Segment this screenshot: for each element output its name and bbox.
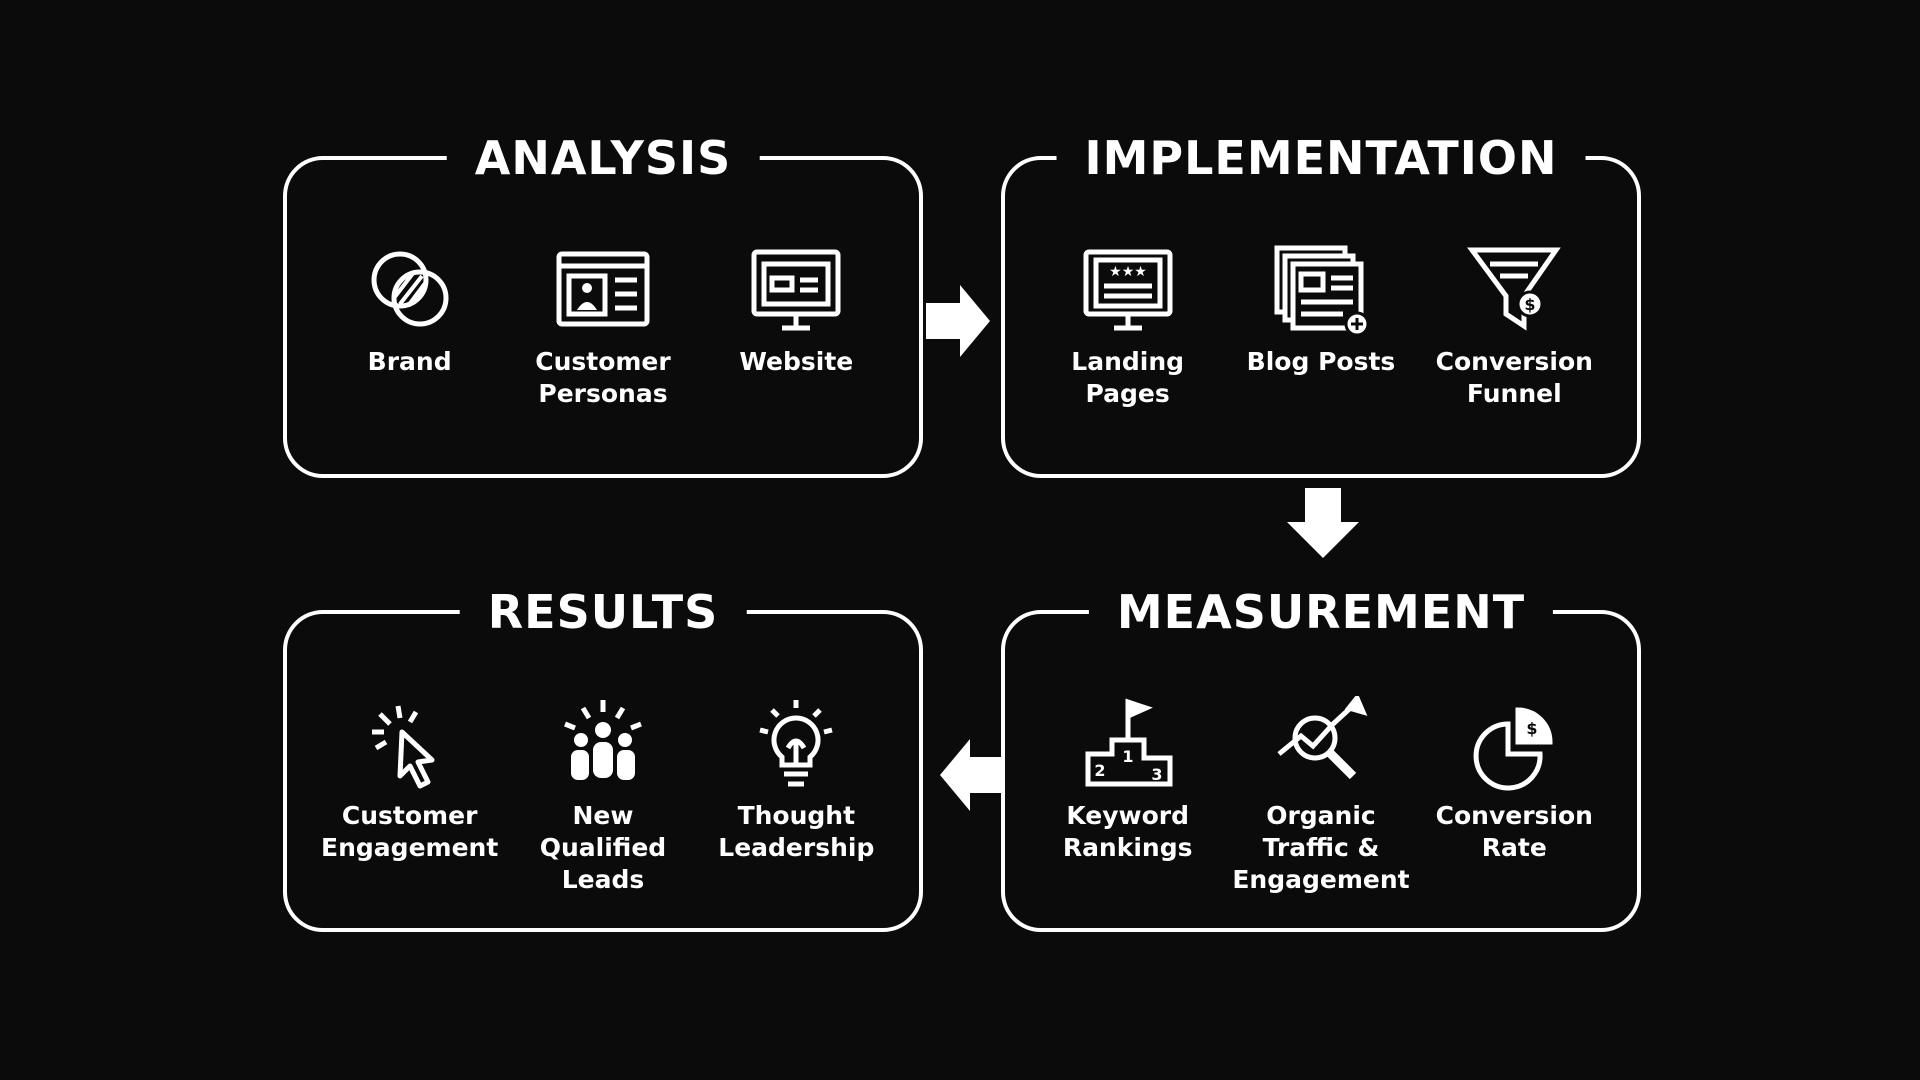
item-label: Blog Posts xyxy=(1246,347,1396,376)
measurement-item-organic-traffic: Organic Traffic & Engagement xyxy=(1226,696,1416,896)
item-label: Conversion Funnel xyxy=(1435,347,1593,408)
analysis-title: ANALYSIS xyxy=(446,130,760,186)
analysis-panel: ANALYSIS Brand xyxy=(283,130,923,478)
venn-circles-icon xyxy=(315,242,505,338)
landing-page-monitor-icon: ★★★ xyxy=(1033,242,1223,338)
measurement-item-conversion-rate: $ Conversion Rate xyxy=(1419,696,1609,896)
lightbulb-icon xyxy=(701,696,891,792)
svg-text:1: 1 xyxy=(1122,747,1133,766)
item-label: Organic Traffic & Engagement xyxy=(1232,801,1410,894)
funnel-dollar-icon: $ xyxy=(1419,242,1609,338)
magnifier-trend-icon xyxy=(1226,696,1416,792)
arrow-left-icon xyxy=(940,739,1002,811)
measurement-item-keyword-rankings: 2 1 3 Keyword Rankings xyxy=(1033,696,1223,896)
implementation-title: IMPLEMENTATION xyxy=(1056,130,1586,186)
results-item-thought-leadership: Thought Leadership xyxy=(701,696,891,896)
item-label: Customer Personas xyxy=(535,347,671,408)
item-label: Thought Leadership xyxy=(718,801,875,862)
item-label: Website xyxy=(739,347,854,376)
analysis-item-brand: Brand xyxy=(315,242,505,410)
measurement-title: MEASUREMENT xyxy=(1088,584,1554,640)
results-item-customer-engagement: Customer Engagement xyxy=(315,696,505,896)
item-label: Customer Engagement xyxy=(321,801,499,862)
implementation-item-blog-posts: Blog Posts xyxy=(1226,242,1416,410)
implementation-item-landing-pages: ★★★ Landing Pages xyxy=(1033,242,1223,410)
podium-flag-icon: 2 1 3 xyxy=(1033,696,1223,792)
persona-profile-icon xyxy=(508,242,698,338)
website-monitor-icon xyxy=(701,242,891,338)
arrow-down-icon xyxy=(1287,488,1359,558)
analysis-item-website: Website xyxy=(701,242,891,410)
svg-text:2: 2 xyxy=(1094,761,1105,780)
implementation-item-conversion-funnel: $ Conversion Funnel xyxy=(1419,242,1609,410)
implementation-panel: IMPLEMENTATION ★★★ Landing Pages xyxy=(1001,130,1641,478)
analysis-item-customer-personas: Customer Personas xyxy=(508,242,698,410)
item-label: Brand xyxy=(367,347,452,376)
results-item-new-qualified-leads: New Qualified Leads xyxy=(508,696,698,896)
results-panel: RESULTS Customer Engagement xyxy=(283,584,923,932)
item-label: Keyword Rankings xyxy=(1062,801,1193,862)
item-label: Conversion Rate xyxy=(1435,801,1593,862)
svg-text:★★★: ★★★ xyxy=(1109,264,1147,280)
svg-text:3: 3 xyxy=(1151,765,1162,784)
item-label: New Qualified Leads xyxy=(539,801,667,894)
click-cursor-icon xyxy=(315,696,505,792)
svg-text:$: $ xyxy=(1525,295,1536,314)
pie-dollar-icon: $ xyxy=(1419,696,1609,792)
blog-posts-icon xyxy=(1226,242,1416,338)
item-label: Landing Pages xyxy=(1071,347,1185,408)
people-group-icon xyxy=(508,696,698,792)
arrow-right-icon xyxy=(926,285,990,357)
results-title: RESULTS xyxy=(459,584,747,640)
measurement-panel: MEASUREMENT 2 1 3 Keyword Rankings xyxy=(1001,584,1641,932)
svg-text:$: $ xyxy=(1527,719,1538,738)
